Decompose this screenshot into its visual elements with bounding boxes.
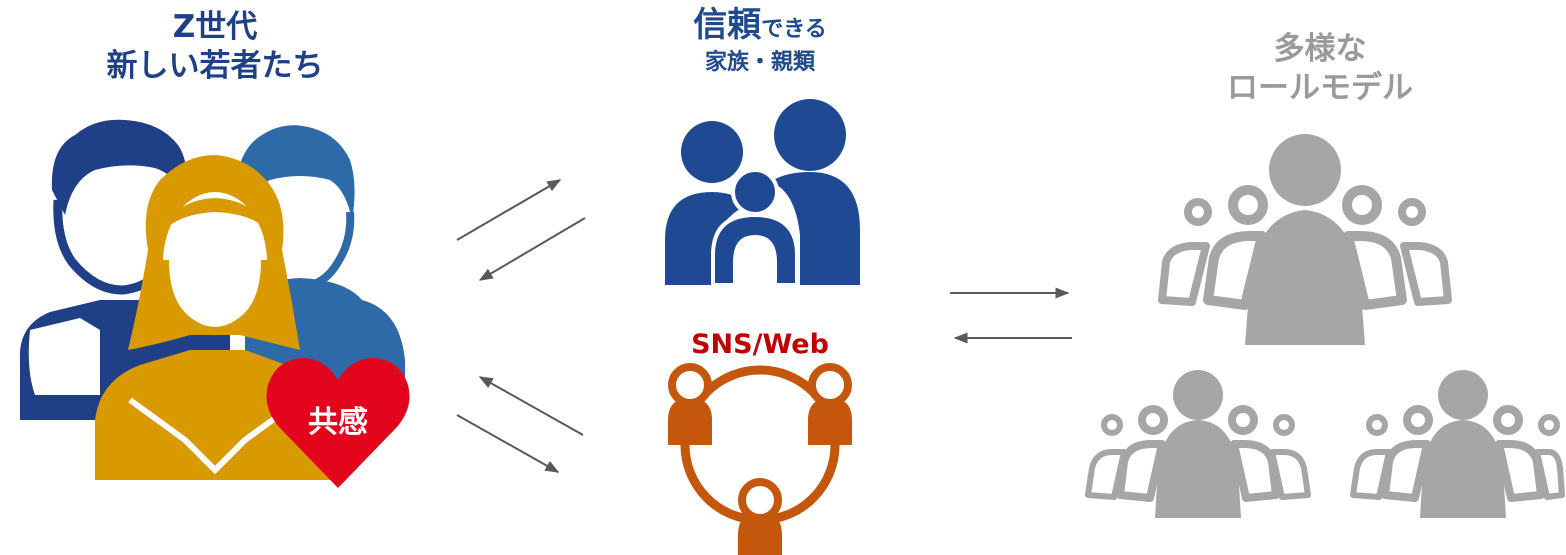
genz-title-line1: Z世代 [172, 9, 258, 45]
role-model-group-large [1158, 134, 1452, 345]
trust-title-line2: 家族・親類 [704, 49, 815, 75]
role-model-group-small-right [1350, 370, 1565, 518]
arrow-from-family [478, 217, 586, 281]
family-icon [665, 99, 860, 287]
sns-person-right [808, 363, 852, 445]
role-title-line1: 多様な [1273, 31, 1367, 67]
sns-person-bottom [738, 478, 782, 555]
center-role-arrows [950, 287, 1072, 344]
sns-person-left [668, 363, 712, 445]
sns-title: SNS/Web [691, 329, 829, 360]
genz-title-line2: 新しい若者たち [106, 47, 324, 84]
arrow-to-sns [456, 414, 560, 473]
trust-title-emph: 信頼 [693, 5, 762, 45]
trust-title-rest: できる [761, 17, 827, 42]
genz-title: Z世代 新しい若者たち [40, 8, 390, 86]
genz-family-arrows [456, 179, 586, 281]
trust-title: 信頼できる 家族・親類 [600, 4, 920, 76]
arrow-to-family [456, 179, 562, 241]
genz-sns-arrows [456, 376, 584, 473]
role-title: 多様な ロールモデル [1160, 30, 1480, 108]
empathy-heart-badge: 共感 [266, 358, 410, 488]
genz-people-icon: 共感 [19, 115, 410, 488]
arrow-from-sns [478, 376, 584, 436]
sns-network-icon [668, 363, 852, 555]
role-model-group-small-left [1085, 370, 1311, 518]
empathy-badge-text: 共感 [308, 405, 368, 440]
role-title-line2: ロールモデル [1227, 69, 1413, 106]
